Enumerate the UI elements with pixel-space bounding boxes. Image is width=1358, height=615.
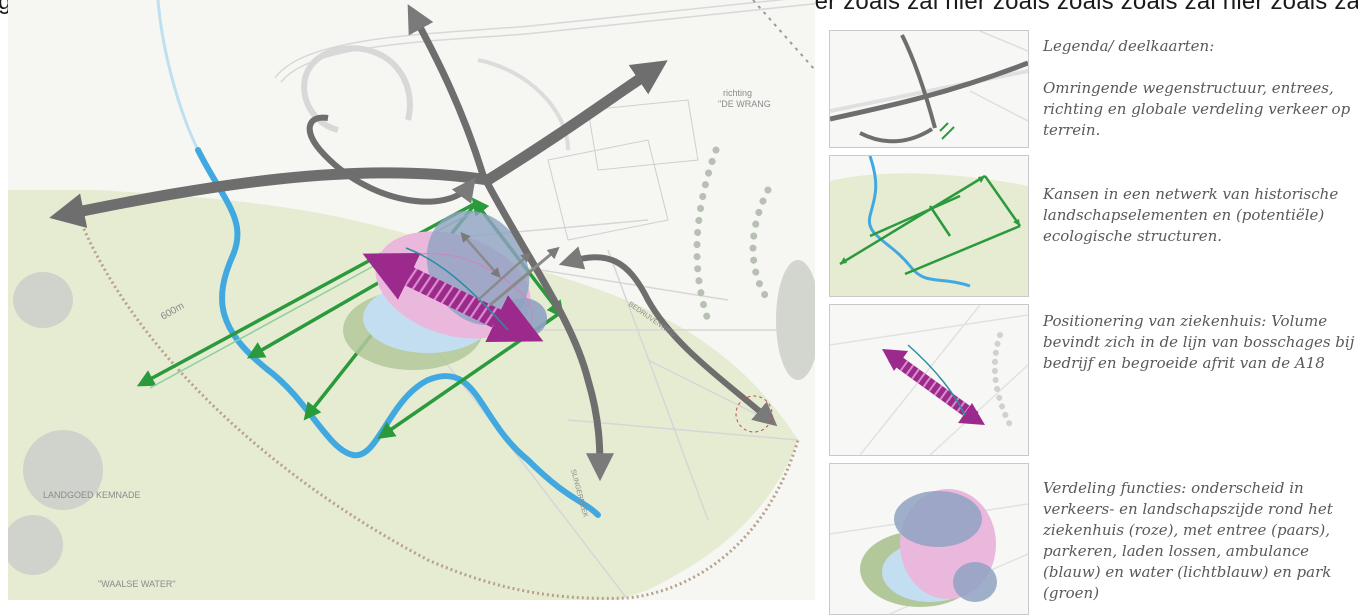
tree-cluster	[8, 515, 63, 575]
tree-row	[693, 146, 720, 324]
road-loop	[306, 114, 476, 205]
main-road-arrow-east	[485, 60, 668, 185]
map-label-landgoed: LANDGOED KEMNADE	[43, 490, 141, 500]
thumbnail-hospital-positioning	[829, 304, 1029, 456]
map-label-de-wrange: "DE WRANG	[718, 99, 771, 109]
road-arrow-north	[407, 4, 487, 177]
internal-road-arrow	[477, 252, 531, 301]
tree-cluster	[13, 272, 73, 328]
internal-road-arrow	[489, 246, 560, 307]
tree-line-marker	[405, 247, 509, 331]
ramp-outline	[301, 45, 413, 133]
legend-item-roads: Omringende wegenstructuur, entrees, rich…	[1043, 79, 1351, 139]
map-label-waalse-water: "WAALSE WATER"	[98, 579, 176, 589]
map-label-richting: richting	[723, 88, 752, 98]
road-arrow-southeast	[558, 246, 778, 427]
site-boundary	[76, 214, 800, 600]
tree-cluster	[23, 430, 103, 510]
junction-marker	[735, 395, 773, 433]
legend-title: Legenda/ deelkaarten:	[1043, 37, 1215, 55]
tree-cluster	[776, 260, 815, 380]
main-site-map: richting "DE WRANG 600m LANDGOED KEMNADE…	[8, 0, 815, 600]
legend-item-landscape: Kansen in een netwerk van historische la…	[1043, 185, 1339, 245]
canal	[156, 0, 200, 151]
thumbnail-landscape-network	[829, 155, 1029, 297]
ramp-outline-2	[477, 58, 570, 151]
legend-item-hospital-position: Positionering van ziekenhuis: Volume bev…	[1043, 312, 1355, 372]
highway-outline-inner	[275, 0, 815, 82]
thumbnail-function-distribution	[829, 463, 1029, 615]
river	[195, 147, 601, 518]
legend-panel: Legenda/ deelkaarten: Omringende wegenst…	[1043, 0, 1358, 613]
legend-item-functions: Verdeling functies: onderscheid in verke…	[1043, 479, 1333, 602]
internal-road-arrow	[460, 231, 501, 279]
thumbnail-road-structure	[829, 30, 1029, 148]
main-road-arrow-west	[49, 167, 489, 228]
